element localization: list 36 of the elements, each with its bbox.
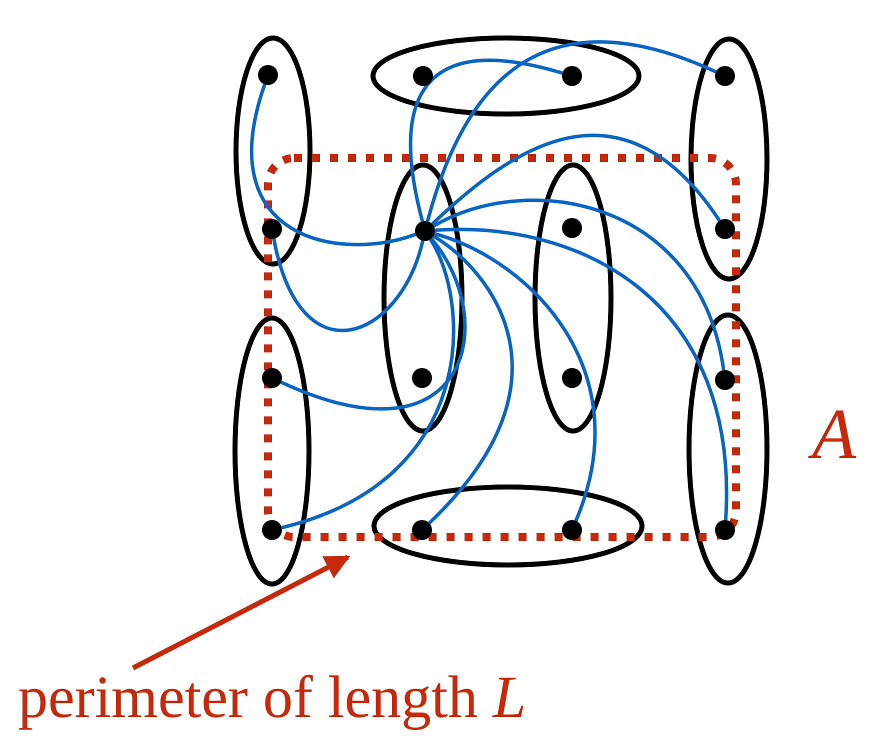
- ellipse-outline: [370, 35, 642, 117]
- connecting-curve: [432, 198, 726, 370]
- connecting-curve: [280, 238, 467, 410]
- connecting-curve: [250, 84, 416, 246]
- dot: [412, 520, 432, 540]
- dot: [562, 368, 582, 388]
- connecting-curve: [426, 40, 717, 222]
- dot: [258, 65, 278, 85]
- dot: [715, 66, 735, 86]
- dot: [562, 520, 582, 540]
- connecting-curve: [272, 238, 424, 332]
- connecting-curve: [434, 228, 728, 520]
- connecting-curve: [408, 58, 563, 222]
- dot: [715, 370, 735, 390]
- connecting-curve: [431, 134, 721, 226]
- ellipse-outline: [532, 162, 614, 434]
- ellipse-outline: [381, 162, 465, 434]
- ellipse-outline: [233, 35, 313, 267]
- connecting-curve: [434, 232, 596, 522]
- connecting-curve: [428, 234, 514, 524]
- ellipse-outline: [686, 312, 770, 586]
- dot: [262, 520, 282, 540]
- dot: [262, 368, 282, 388]
- dot: [262, 219, 282, 239]
- dot: [562, 218, 582, 238]
- dot: [715, 520, 735, 540]
- dot: [715, 219, 735, 239]
- ellipse-outline: [688, 36, 770, 282]
- dot: [415, 221, 435, 241]
- ellipse-outline: [371, 484, 645, 568]
- dot: [562, 66, 582, 86]
- ellipse-outline: [232, 315, 312, 587]
- dot: [413, 66, 433, 86]
- arrow: [132, 554, 350, 670]
- dot: [412, 368, 432, 388]
- annotation-text: perimeter of length L: [18, 664, 526, 730]
